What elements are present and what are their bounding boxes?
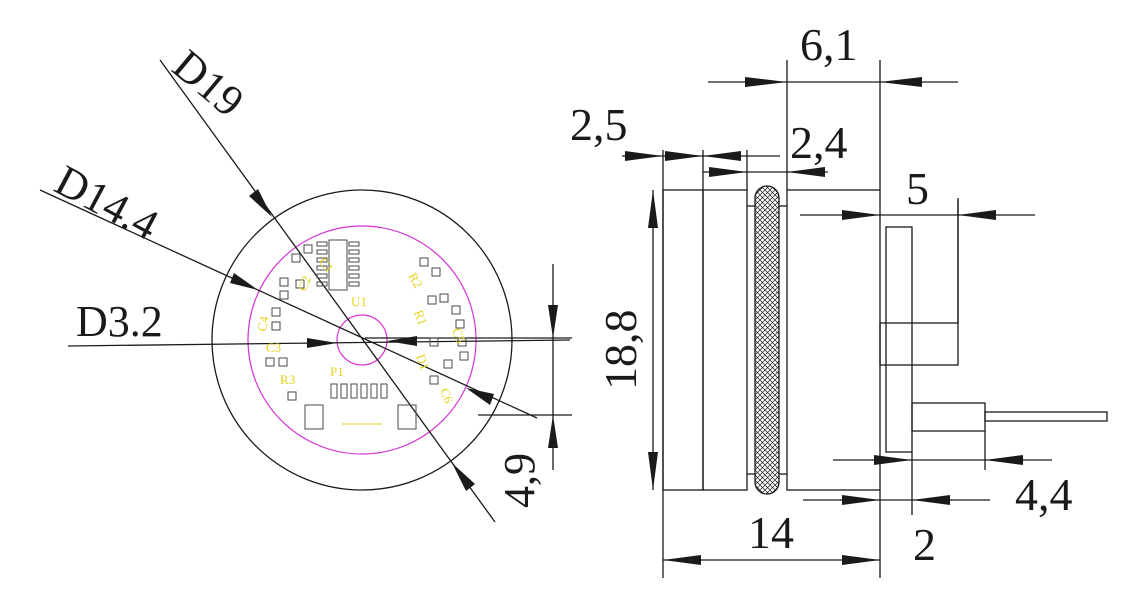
arrow (912, 495, 950, 505)
label-r1: R1 (411, 308, 430, 327)
label-d1: D1 (413, 352, 433, 372)
pad (457, 337, 467, 347)
pad (291, 253, 301, 263)
d3-arrow-right (387, 336, 417, 346)
label-r2: R2 (405, 270, 426, 291)
label-c6: C6 (437, 386, 456, 406)
pad (278, 357, 288, 367)
arrow (625, 151, 663, 161)
dim-14: 14 (748, 507, 794, 558)
pad (279, 277, 289, 287)
body-left-plate (662, 189, 704, 491)
pad (429, 375, 439, 385)
dim-2-4: 2,4 (790, 117, 848, 168)
pad (271, 321, 281, 331)
arrow (874, 455, 912, 465)
side-view (622, 60, 1108, 578)
pin (984, 411, 1108, 422)
pin-housing (911, 402, 986, 432)
pad (265, 357, 275, 367)
d19-leader (159, 59, 496, 523)
pcb-components (265, 239, 469, 430)
arrow (648, 452, 658, 490)
pad-large (304, 404, 324, 430)
pad (419, 257, 429, 267)
dim-4-9: 4,9 (495, 453, 544, 508)
p1-connector (330, 383, 388, 399)
dim-d19: D19 (164, 40, 254, 126)
pad (443, 359, 453, 369)
arrow (842, 210, 880, 220)
arrow (745, 77, 787, 87)
dim-2-5: 2,5 (570, 99, 628, 150)
pad (451, 305, 461, 315)
u1-pins (316, 241, 360, 287)
arrow (985, 455, 1023, 465)
d4-9-arrow-top (548, 305, 558, 338)
pcb-board (885, 226, 913, 453)
arrow (787, 167, 825, 177)
arrow (648, 190, 658, 228)
label-c5: C5 (449, 326, 468, 345)
pad (287, 391, 297, 401)
gasket (754, 185, 780, 495)
pad (279, 290, 289, 300)
d14-arrow-right (466, 388, 494, 405)
pad (429, 337, 439, 347)
label-p1: P1 (330, 364, 344, 379)
arrow (703, 151, 741, 161)
d14-leader (39, 189, 538, 419)
pad (455, 319, 465, 329)
label-c3: C3 (266, 340, 281, 355)
pad (431, 267, 441, 277)
dim-d3-2: D3.2 (76, 297, 163, 346)
d19-arrow-bottom (452, 463, 475, 491)
pcb-outline (247, 225, 477, 455)
label-u1: U1 (351, 294, 367, 309)
arrow (665, 151, 703, 161)
pad (295, 279, 305, 289)
dim-18-8: 18,8 (595, 310, 646, 391)
body-second-plate (702, 189, 748, 491)
top-view-dimensions: D19 D14.4 D3.2 4,9 (47, 40, 544, 508)
pad-large (397, 404, 417, 430)
d4-9-arrow-bottom (548, 415, 558, 448)
connector-block (879, 322, 959, 366)
dim-2: 2 (913, 519, 936, 570)
label-c1: C1 (316, 254, 337, 275)
arrow (958, 210, 996, 220)
u1-chip (328, 239, 348, 291)
top-view (39, 59, 572, 523)
dim-d14-4: D14.4 (47, 156, 166, 250)
outer-circle (211, 189, 513, 491)
pcb-labels: U1 P1 C2 C1 C4 C3 R3 R2 R1 D1 C5 C6 (254, 254, 468, 405)
pad (303, 244, 313, 254)
center-hole (336, 314, 388, 366)
arrow (842, 495, 880, 505)
side-view-dimensions: 6,1 2,5 2,4 5 18,8 14 4,4 2 (570, 19, 1073, 570)
pad (459, 351, 469, 361)
d19-arrow-top (249, 189, 272, 217)
dim-4-4: 4,4 (1015, 469, 1073, 520)
pad (427, 295, 437, 305)
label-r3: R3 (280, 372, 295, 387)
body-right-block (786, 189, 881, 491)
label-c2: C2 (295, 274, 314, 293)
label-c4: C4 (254, 314, 271, 332)
d14-arrow-left (230, 273, 258, 290)
dim-5: 5 (906, 163, 929, 214)
arrow (663, 555, 701, 565)
d3-arrow-left (307, 338, 337, 348)
pad (439, 293, 449, 303)
dim-6-1: 6,1 (800, 19, 858, 70)
arrow (880, 77, 922, 87)
pad (271, 307, 281, 317)
arrow (842, 555, 880, 565)
arrow (709, 167, 747, 177)
